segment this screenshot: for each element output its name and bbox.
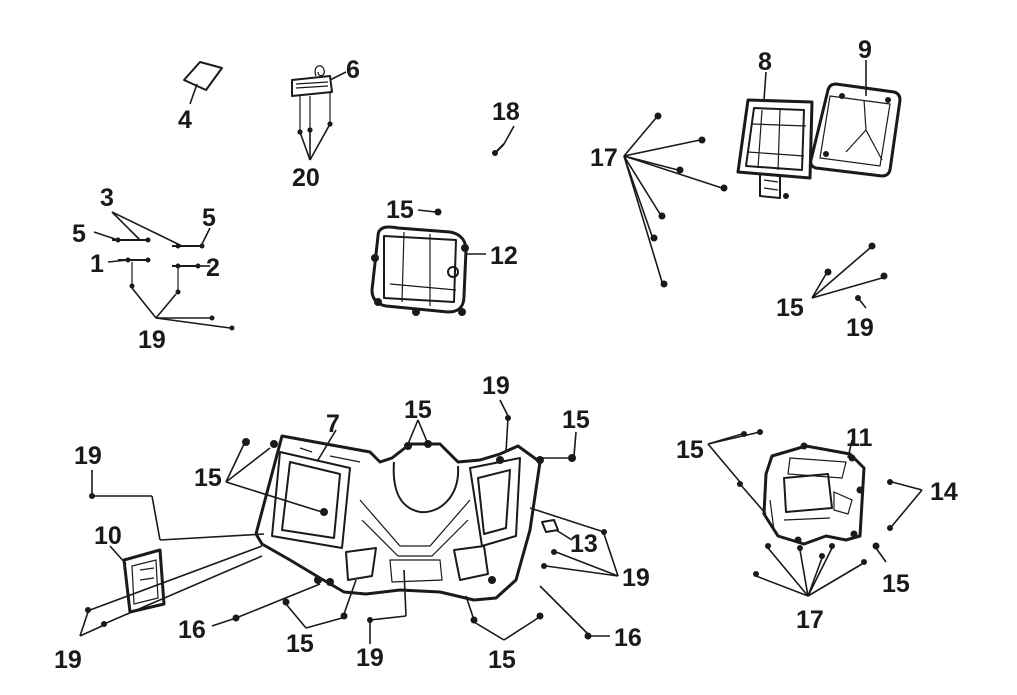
leaders-lower-right: [529, 507, 619, 577]
callout-15-bottom-right: 15: [488, 646, 516, 674]
callout-14: 14: [930, 478, 958, 506]
callout-20: 20: [292, 164, 320, 192]
callout-19-upper-middle: 19: [482, 372, 510, 400]
callout-19-right: 19: [622, 564, 650, 592]
part-17-fasteners-top: [623, 112, 728, 288]
callout-4: 4: [178, 106, 192, 134]
callout-19-bottom-middle: 19: [356, 644, 384, 672]
callout-19-bottom-left: 19: [54, 646, 82, 674]
callout-5-left: 5: [72, 220, 86, 248]
part-6-bracket: [291, 65, 347, 161]
callout-8: 8: [758, 48, 772, 76]
callout-12: 12: [490, 242, 518, 270]
callout-15-left: 15: [194, 464, 222, 492]
callout-18: 18: [492, 98, 520, 126]
part-15-fasteners-right: [811, 242, 888, 309]
leaders-part-11: [707, 429, 923, 597]
callout-5-right: 5: [202, 204, 216, 232]
callout-11: 11: [846, 424, 873, 452]
leaders-lower-left: [79, 443, 407, 644]
callout-16-left: 16: [178, 616, 206, 644]
callout-1: 1: [90, 250, 104, 278]
callout-10: 10: [94, 522, 122, 550]
callout-15-upper-right: 15: [562, 406, 590, 434]
callout-19-top-right: 19: [846, 314, 874, 342]
part-13-grommet: [541, 519, 573, 541]
callout-16-right: 16: [614, 624, 642, 652]
callout-15-top-right: 15: [776, 294, 804, 322]
part-9-cover: [809, 60, 902, 178]
parts-1-2-3-5-group: [93, 211, 235, 331]
part-11-right-panel: [762, 439, 866, 546]
callout-6: 6: [346, 56, 360, 84]
callout-17-top: 17: [590, 144, 618, 172]
part-18-screw: [492, 125, 515, 156]
callout-13: 13: [570, 530, 598, 558]
callout-7: 7: [326, 410, 340, 438]
callout-15-part-11-bottom: 15: [882, 570, 910, 598]
callout-15-bottom-left: 15: [286, 630, 314, 658]
part-10-side-panel: [109, 545, 166, 614]
part-8-frame: [736, 71, 814, 199]
part-7-front-panel: [242, 429, 576, 602]
leaders-lower-middle: [407, 399, 610, 641]
callout-19-top-left: 19: [138, 326, 166, 354]
callout-19-left: 19: [74, 442, 102, 470]
callout-2: 2: [206, 254, 220, 282]
callout-9: 9: [858, 36, 872, 64]
callout-17-bottom: 17: [796, 606, 824, 634]
part-12-box: [370, 208, 486, 316]
callout-15-upper-middle: 15: [404, 396, 432, 424]
callout-15-part-11: 15: [676, 436, 704, 464]
part-4-tag: [183, 61, 223, 105]
callout-labels: 4 6 20 18 17 8 9 3 5 5 1 2 19 15 12 15 1…: [54, 36, 958, 674]
callout-15-top-middle: 15: [386, 196, 414, 224]
callout-3: 3: [100, 184, 114, 212]
